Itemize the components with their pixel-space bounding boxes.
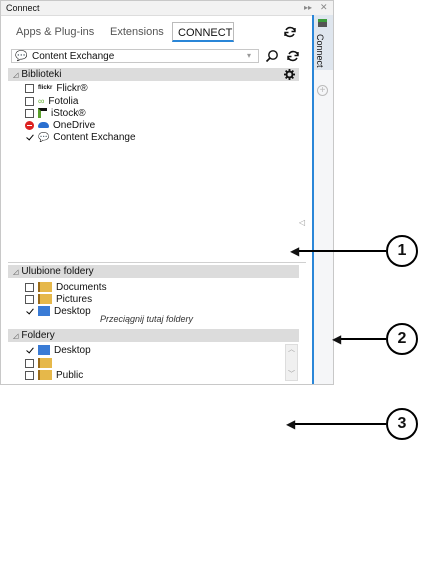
favorites-title: Ulubione foldery [21, 266, 94, 277]
tab-bar: Apps & Plug-ins Extensions CONNECT [8, 22, 306, 44]
refresh-icon[interactable] [283, 25, 297, 39]
folder-item[interactable] [25, 357, 56, 369]
connect-dock-icon [318, 19, 327, 27]
content-exchange-icon: 💬 [38, 131, 50, 142]
library-label: Content Exchange [53, 131, 136, 143]
scroll-down-icon[interactable]: ﹀ [288, 371, 295, 378]
folder-label: Desktop [54, 344, 91, 356]
splitter[interactable] [8, 262, 306, 263]
search-icon[interactable] [265, 49, 279, 63]
collapse-icon[interactable]: ▸▸ [304, 3, 313, 12]
checkbox[interactable] [25, 96, 34, 106]
checkbox[interactable] [25, 370, 34, 380]
tab-connect-label: CONNECT [178, 27, 233, 39]
side-dock: Connect + [312, 15, 333, 384]
tab-extensions[interactable]: Extensions [110, 26, 164, 38]
favorite-label: Pictures [56, 293, 93, 305]
gear-icon[interactable] [284, 69, 295, 80]
tab-apps-plugins[interactable]: Apps & Plug-ins [16, 26, 95, 38]
drop-hint: Przeciągnij tutaj foldery [100, 314, 194, 324]
libraries-header[interactable]: ◿ Biblioteki [8, 68, 299, 81]
window-title-bar: Connect ▸▸ ✕ [1, 1, 333, 16]
favorite-label: Documents [56, 281, 107, 293]
refresh-sources-icon[interactable] [286, 49, 300, 63]
callout-arrow-3 [292, 423, 386, 425]
connect-window [0, 0, 334, 385]
favorite-item-pictures[interactable]: Pictures [25, 293, 92, 305]
onedrive-icon [38, 122, 49, 128]
source-select-value: Content Exchange [32, 51, 115, 62]
folder-icon [38, 294, 52, 304]
folders-header[interactable]: ◿ Foldery [8, 329, 299, 342]
content-exchange-icon: 💬 [15, 51, 28, 62]
favorite-item-documents[interactable]: Documents [25, 281, 107, 293]
chevron-down-icon: ▾ [247, 51, 252, 60]
folders-scrollbar[interactable]: ︿ ﹀ [285, 344, 298, 381]
folder-icon [38, 370, 52, 380]
folder-item-desktop[interactable]: Desktop [25, 344, 91, 356]
expand-icon: ◿ [13, 332, 19, 340]
folder-icon [38, 282, 52, 292]
checkbox[interactable] [25, 132, 34, 142]
library-item-content-exchange[interactable]: 💬 Content Exchange [25, 131, 136, 143]
close-icon[interactable]: ✕ [320, 2, 328, 12]
favorite-item-desktop[interactable]: Desktop [25, 305, 91, 317]
folder-icon [38, 358, 52, 368]
library-label: iStock® [51, 107, 86, 119]
favorite-label: Desktop [54, 305, 91, 317]
add-icon[interactable]: + [317, 85, 328, 96]
desktop-folder-icon [38, 306, 50, 316]
folder-label: Public [56, 369, 84, 381]
callout-1: 1 [386, 235, 418, 267]
library-item-fotolia[interactable]: ∞ Fotolia [25, 95, 78, 107]
library-label: Fotolia [48, 95, 79, 107]
main-panel: Apps & Plug-ins Extensions CONNECT 💬 Con… [8, 17, 306, 382]
desktop-folder-icon [38, 345, 50, 355]
scroll-up-icon[interactable]: ︿ [288, 346, 295, 353]
arrowhead-icon: ◀ [290, 244, 300, 258]
callout-arrow-1 [296, 250, 386, 252]
folders-title: Foldery [21, 330, 55, 341]
side-tab-label: Connect [315, 34, 325, 68]
blocked-icon [25, 120, 34, 130]
fotolia-icon: ∞ [38, 96, 45, 106]
library-item-onedrive[interactable]: OneDrive [25, 119, 95, 131]
checkbox[interactable] [25, 345, 34, 355]
expand-icon: ◿ [13, 268, 19, 276]
checkbox[interactable] [25, 282, 34, 292]
collapse-left-icon[interactable]: ◁ [299, 218, 306, 227]
checkbox[interactable] [25, 358, 34, 368]
source-select[interactable]: 💬 Content Exchange ▾ [11, 49, 259, 63]
callout-arrow-2 [338, 338, 386, 340]
tab-connect[interactable]: CONNECT [172, 22, 234, 42]
checkbox[interactable] [25, 83, 34, 93]
checkbox[interactable] [25, 306, 34, 316]
expand-icon: ◿ [13, 71, 19, 79]
favorites-header[interactable]: ◿ Ulubione foldery [8, 265, 299, 278]
window-title: Connect [6, 3, 40, 13]
library-label: Flickr® [56, 82, 88, 94]
tab-side-connect[interactable]: Connect [314, 15, 333, 70]
arrowhead-icon: ◀ [332, 332, 342, 346]
library-label: OneDrive [53, 119, 96, 131]
istock-icon [38, 108, 47, 118]
library-item-istock[interactable]: iStock® [25, 107, 86, 119]
arrowhead-icon: ◀ [286, 417, 296, 431]
flickr-logo: flickr [38, 85, 53, 91]
libraries-title: Biblioteki [21, 69, 62, 80]
callout-2: 2 [386, 323, 418, 355]
library-item-flickr[interactable]: flickr Flickr® [25, 82, 88, 94]
libraries-list: flickr Flickr® ∞ Fotolia iStock® OneDriv… [8, 82, 306, 262]
folder-item-public[interactable]: Public [25, 369, 83, 381]
checkbox[interactable] [25, 294, 34, 304]
callout-3: 3 [386, 408, 418, 440]
checkbox[interactable] [25, 108, 34, 118]
